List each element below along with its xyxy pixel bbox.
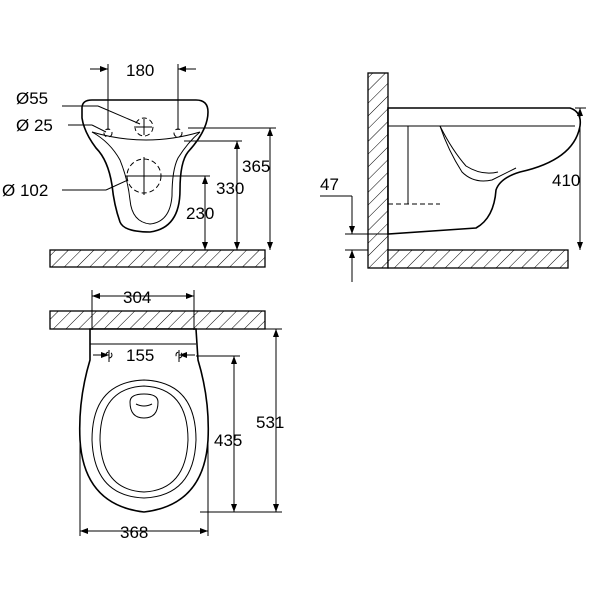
dim-47: 47 xyxy=(320,175,339,194)
dim-365: 365 xyxy=(242,157,270,176)
plan-bowl-inner xyxy=(91,379,197,499)
front-bowl-rim xyxy=(91,131,201,141)
side-bowl-trap xyxy=(408,125,517,182)
front-floor xyxy=(49,249,266,268)
bore-55-circle xyxy=(134,117,154,137)
side-view: 47 410 xyxy=(320,72,586,282)
dim-55: Ø55 xyxy=(16,89,48,108)
front-bowl-inner xyxy=(91,131,201,225)
dim-304: 304 xyxy=(123,288,151,307)
dim-230: 230 xyxy=(186,204,214,223)
front-view: 180 Ø55 Ø 25 Ø 102 230 330 365 xyxy=(2,61,276,268)
plan-bowl-outline xyxy=(78,328,210,513)
dim-180: 180 xyxy=(126,61,154,80)
dim-368: 368 xyxy=(120,523,148,542)
dim-435: 435 xyxy=(214,431,242,450)
dim-330: 330 xyxy=(216,179,244,198)
side-wall xyxy=(367,72,389,269)
dim-410: 410 xyxy=(552,171,580,190)
dim-155: 155 xyxy=(126,346,154,365)
plan-view: 304 155 435 531 368 xyxy=(49,288,284,542)
plan-bowl-opening xyxy=(99,385,189,493)
plan-outlet xyxy=(129,393,159,419)
dim-102: Ø 102 xyxy=(2,181,48,200)
side-floor xyxy=(387,249,569,269)
front-bowl-outline xyxy=(81,99,209,233)
dim-531: 531 xyxy=(256,413,284,432)
plan-wall xyxy=(49,310,266,330)
dim-25: Ø 25 xyxy=(16,116,53,135)
